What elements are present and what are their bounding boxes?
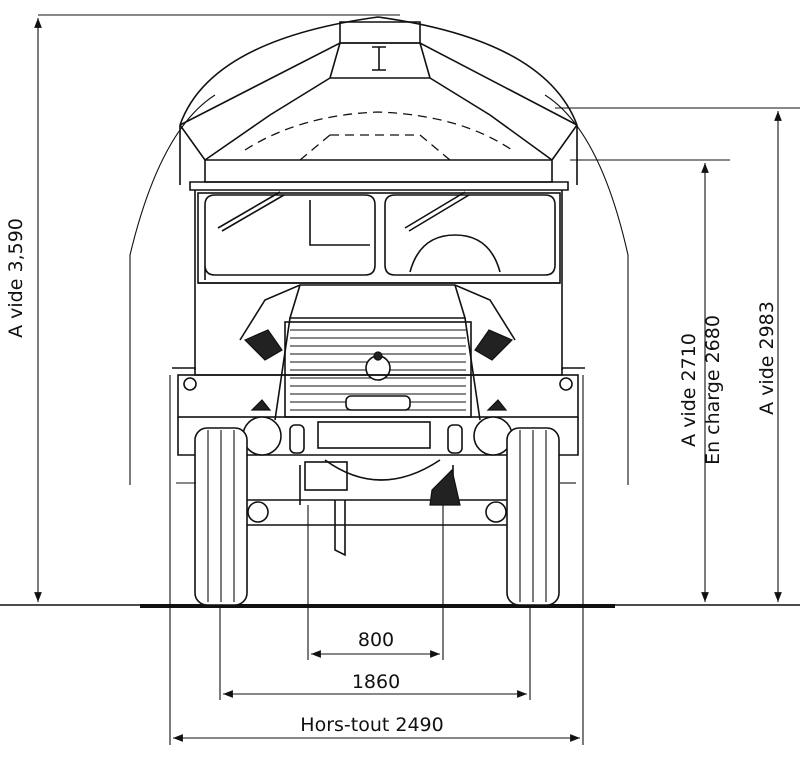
cab-height-empty-label: A vide 2710	[678, 333, 700, 447]
overall-height-label: A vide 3,590	[5, 218, 27, 338]
overall-width-label: Hors-tout 2490	[300, 714, 443, 736]
width-800-label: 800	[358, 629, 394, 651]
cab	[189, 181, 569, 370]
front-axle	[176, 459, 576, 557]
height-dimensions	[34, 14, 800, 602]
tarp-roof	[179, 16, 578, 185]
clearance-envelope	[129, 94, 629, 485]
width-1860-label: 1860	[352, 671, 400, 693]
left-wheel	[194, 427, 248, 606]
width-dimensions	[169, 375, 584, 745]
bumper	[172, 367, 585, 456]
ground-line	[0, 604, 800, 608]
hood-and-grille	[239, 284, 516, 421]
top-height-empty-label: A vide 2983	[756, 301, 778, 415]
cab-height-loaded-label: En charge 2680	[702, 315, 724, 465]
right-wheel	[506, 427, 560, 606]
